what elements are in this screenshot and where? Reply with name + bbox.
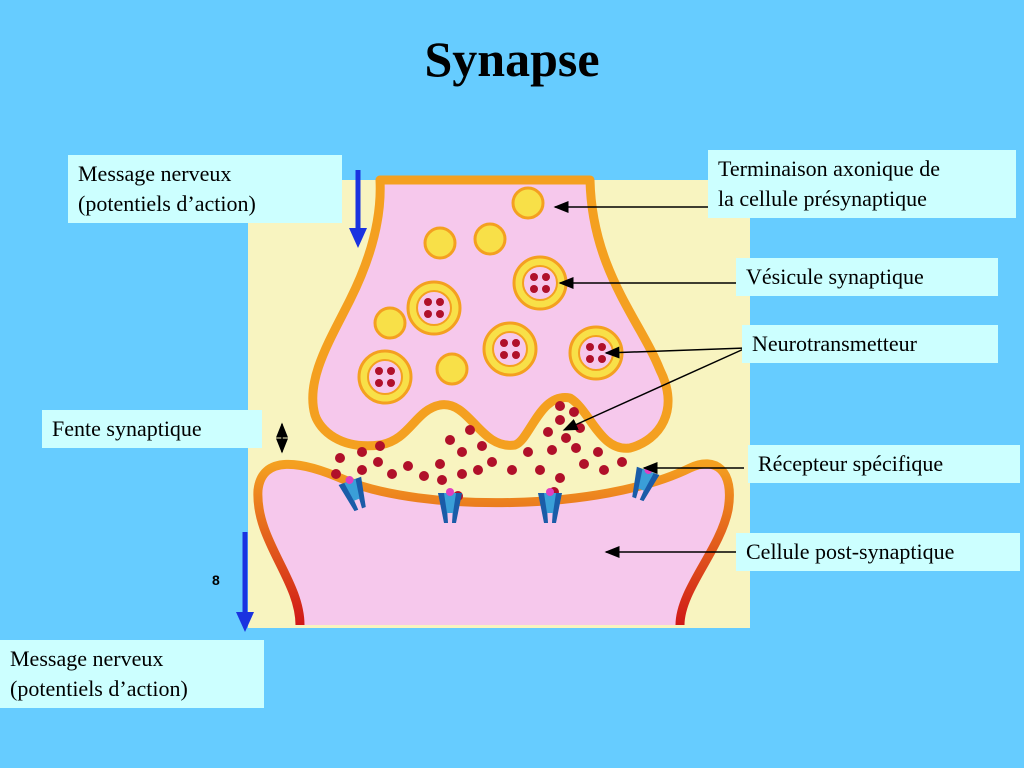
slide-number: 8 (212, 572, 220, 588)
label-post: Cellule post-synaptique (736, 533, 1020, 571)
label-terminaison: Terminaison axonique de la cellule présy… (708, 150, 1016, 218)
vesicle-synaptique (357, 349, 413, 405)
pointer-neurotransmetteur-2 (562, 347, 747, 431)
postsynaptic-cell (257, 463, 730, 625)
label-recepteur: Récepteur spécifique (748, 445, 1020, 483)
vesicle-synaptique (512, 255, 568, 311)
receptor (438, 488, 462, 523)
label-vesicule: Vésicule synaptique (736, 258, 998, 296)
label-fente: Fente synaptique (42, 410, 262, 448)
empty-vesicle (373, 306, 407, 340)
label-message-bottom: Message nerveux (potentiels d’action) (0, 640, 264, 708)
page-title: Synapse (424, 31, 600, 87)
label-message-top-line2: (potentiels d’action) (78, 191, 256, 216)
filled-vesicles (357, 255, 624, 405)
empty-vesicle (473, 222, 507, 256)
empty-vesicles (373, 186, 545, 386)
receptor (338, 475, 366, 512)
postsynaptic-membrane (253, 459, 734, 626)
empty-vesicle (435, 352, 469, 386)
label-message-bottom-line1: Message nerveux (10, 646, 164, 671)
vesicle-synaptique (406, 280, 462, 336)
label-message-bottom-line2: (potentiels d’action) (10, 676, 188, 701)
signal-arrow-bottom (236, 532, 254, 632)
empty-vesicle (511, 186, 545, 220)
label-message-top-line1: Message nerveux (78, 161, 232, 186)
vesicle-synaptique (482, 321, 538, 377)
label-message-top: Message nerveux (potentiels d’action) (68, 155, 342, 223)
label-terminaison-line1: Terminaison axonique de (718, 156, 941, 181)
signal-arrow-top (349, 170, 367, 248)
empty-vesicle (423, 226, 457, 260)
pointer-lines (553, 201, 747, 558)
label-terminaison-line2: la cellule présynaptique (718, 186, 927, 211)
vesicle-synaptique (568, 325, 624, 381)
label-neurotransmetteur: Neurotransmetteur (742, 325, 998, 363)
pointer-neurotransmetteur-1 (604, 346, 747, 359)
receptor (538, 488, 562, 523)
